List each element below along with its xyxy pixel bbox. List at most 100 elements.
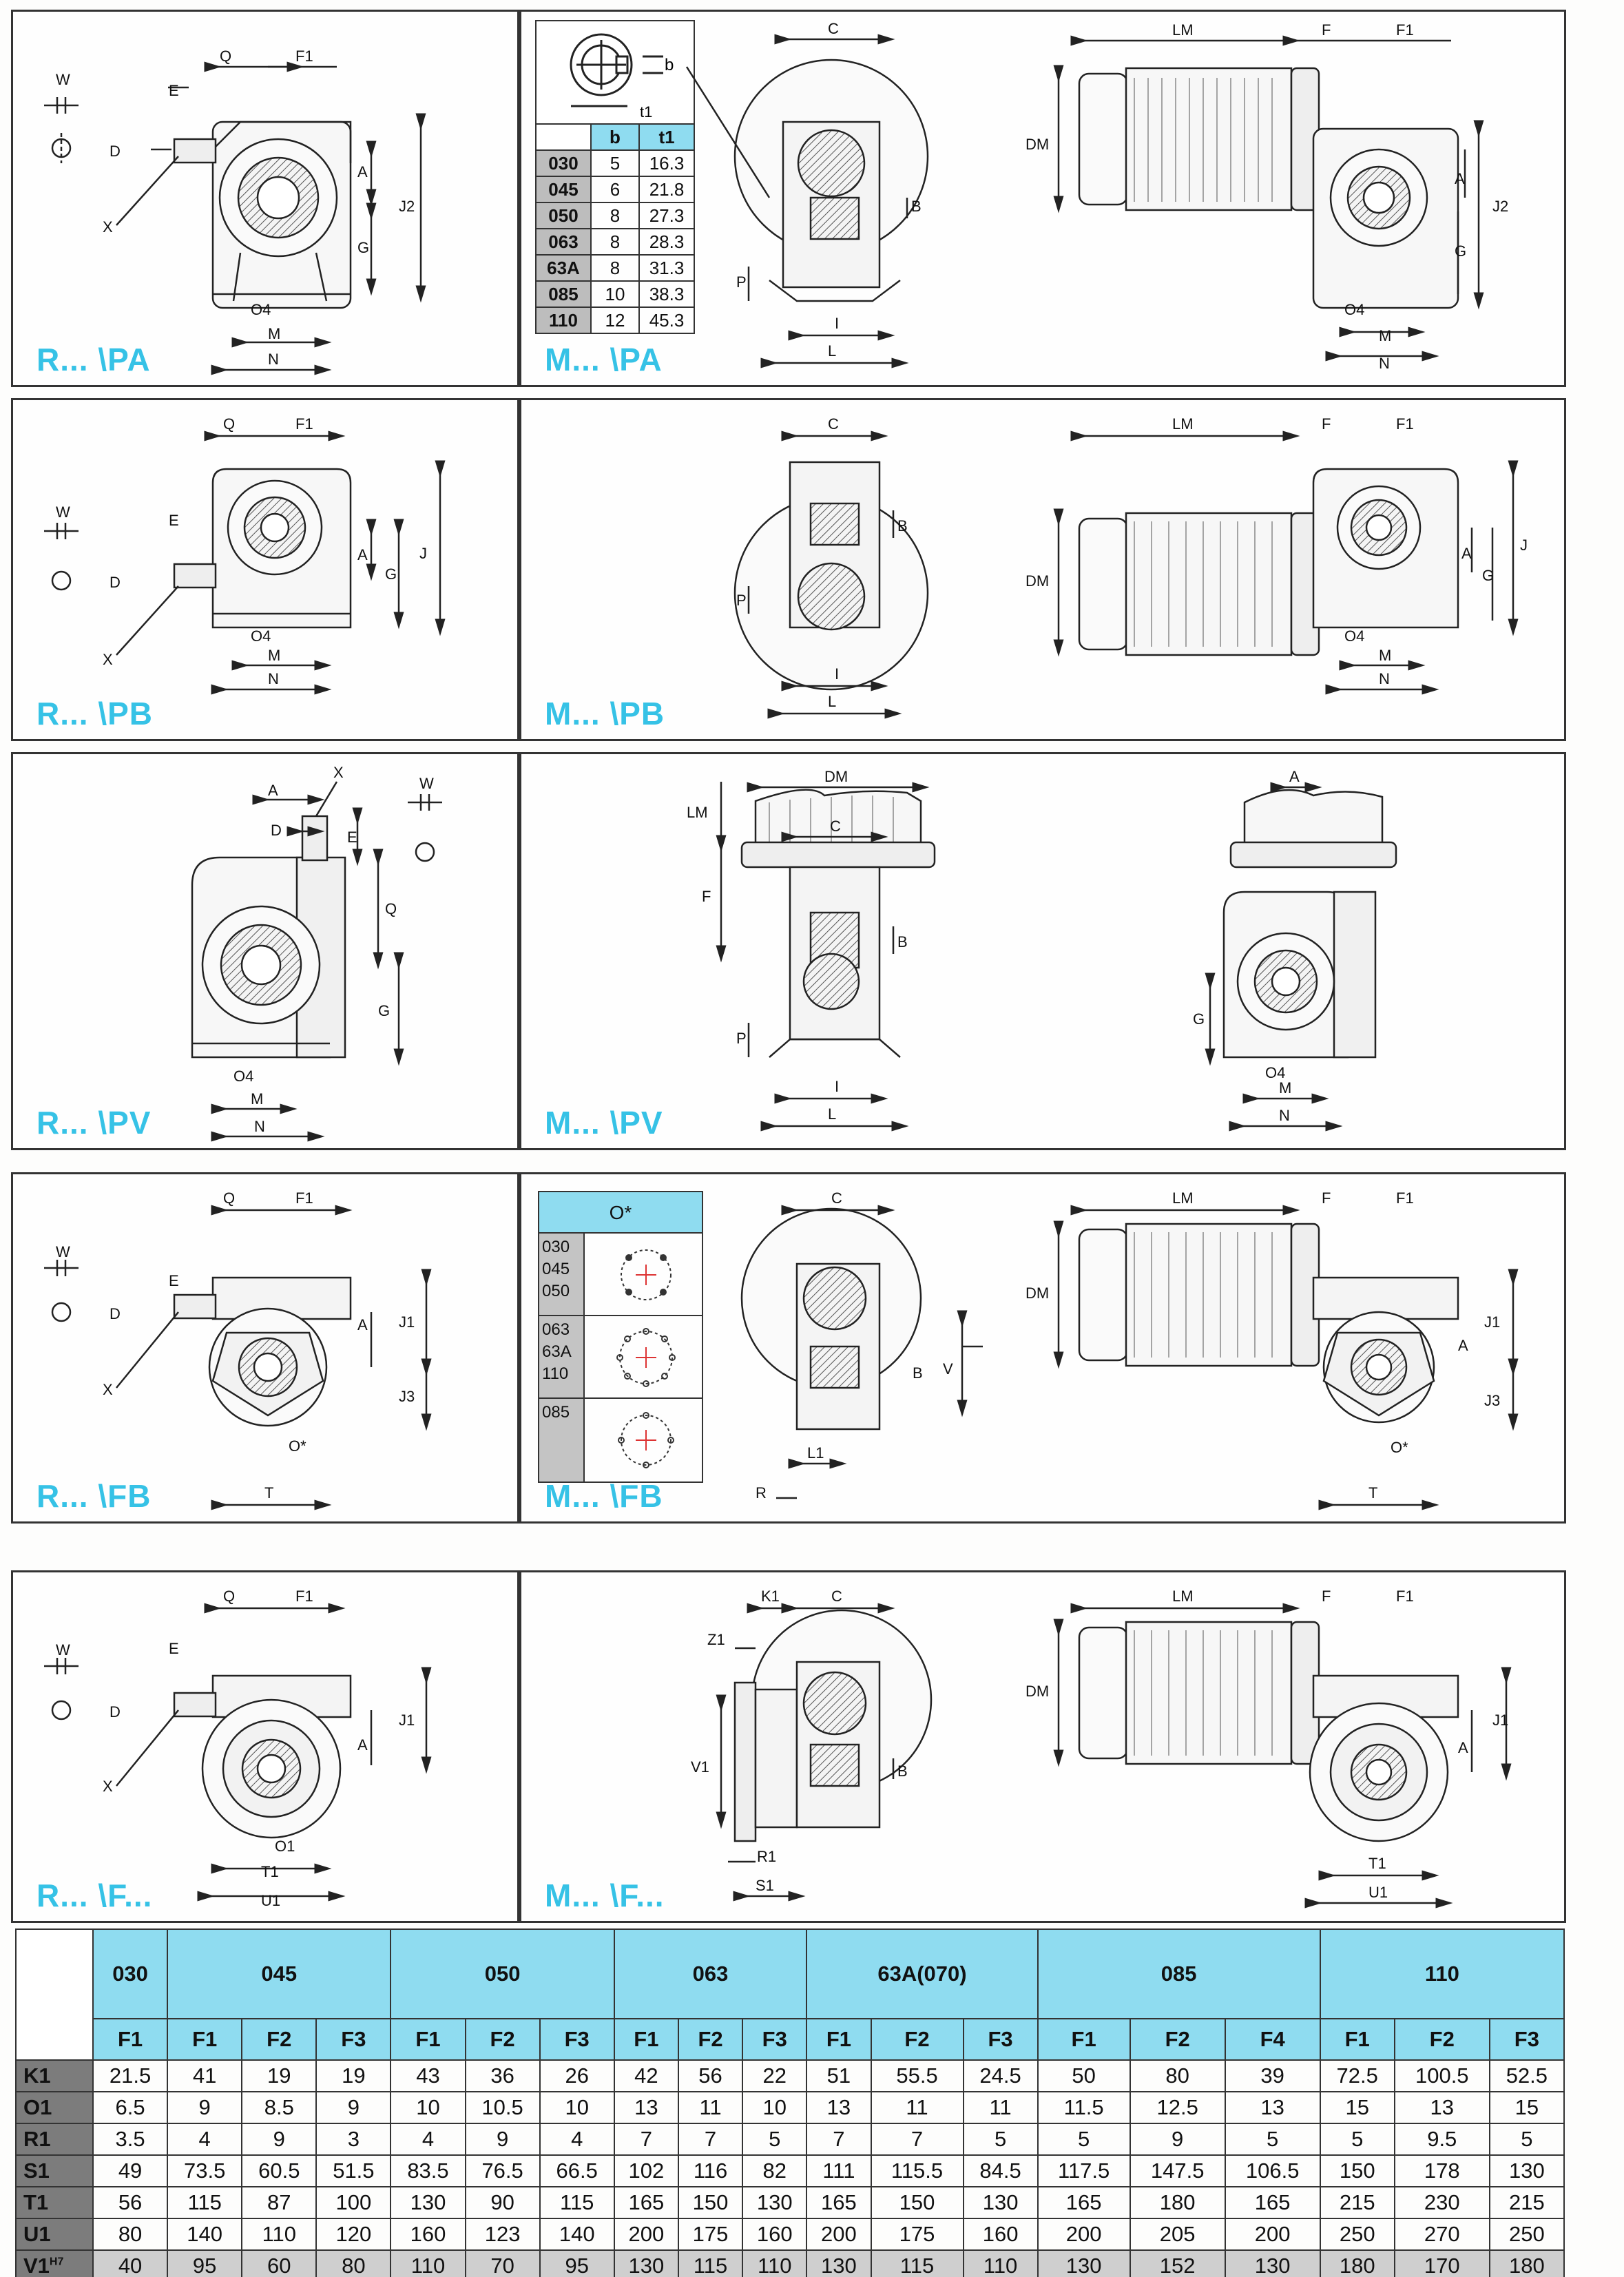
table-cell: 180 xyxy=(1129,2186,1226,2219)
table-cell: 9 xyxy=(1129,2123,1226,2156)
table-cell: 100 xyxy=(315,2186,392,2219)
svg-text:M: M xyxy=(1379,647,1391,664)
table-cell: 110 xyxy=(390,2249,466,2277)
svg-text:M: M xyxy=(1279,1079,1291,1096)
table-cell: 200 xyxy=(806,2218,872,2251)
drawing-reducer-pb: W E Q F1 D X A G J O4 M N xyxy=(44,415,446,695)
dim-m: M xyxy=(1379,327,1391,344)
svg-text:A: A xyxy=(268,782,278,799)
table-cell: 43 xyxy=(390,2059,466,2092)
dim-g: G xyxy=(357,239,369,256)
table-cell: 7 xyxy=(870,2123,964,2156)
svg-text:F1: F1 xyxy=(295,415,313,433)
table-cell: 115.5 xyxy=(870,2154,964,2187)
table-cell: 123 xyxy=(464,2218,541,2251)
dim-c: C xyxy=(828,20,839,37)
svg-text:T1: T1 xyxy=(261,1863,279,1880)
row-label: V1H7 xyxy=(15,2249,94,2277)
svg-text:L: L xyxy=(828,693,836,710)
svg-text:E: E xyxy=(169,512,179,529)
table-cell: 9 xyxy=(241,2123,317,2156)
table-cell: 13 xyxy=(1224,2091,1321,2124)
table-cell: 250 xyxy=(1488,2218,1565,2251)
table-cell: 11.5 xyxy=(1037,2091,1131,2124)
table-cell: 178 xyxy=(1393,2154,1490,2187)
table-cell: 15 xyxy=(1488,2091,1565,2124)
svg-text:S1: S1 xyxy=(756,1877,774,1894)
table-cell: 80 xyxy=(92,2218,169,2251)
svg-text:J: J xyxy=(1520,537,1528,554)
svg-text:A: A xyxy=(1458,1739,1468,1756)
svg-text:A: A xyxy=(1289,768,1300,785)
table-cell: 165 xyxy=(1037,2186,1131,2219)
table-cell: 5 xyxy=(1488,2123,1565,2156)
svg-text:Q: Q xyxy=(223,415,235,433)
svg-text:J1: J1 xyxy=(399,1712,415,1729)
dim-n: N xyxy=(268,351,279,368)
panel-left-pb: W E Q F1 D X A G J O4 M N R... \PB xyxy=(11,398,519,741)
table-cell: 180 xyxy=(1488,2249,1565,2277)
drawing-motor-pv: DM LM C F B P I L A G O4 M N xyxy=(687,768,1397,1132)
svg-text:X: X xyxy=(103,1778,113,1795)
table-cell: 56 xyxy=(92,2186,169,2219)
table-cell: 165 xyxy=(806,2186,872,2219)
panel-right-pv: DM LM C F B P I L A G O4 M N M... \PV xyxy=(519,752,1566,1150)
svg-text:J: J xyxy=(419,545,427,562)
row-label: U1 xyxy=(15,2218,94,2251)
table-cell: 130 xyxy=(1037,2249,1131,2277)
row-label: K1 xyxy=(15,2059,94,2092)
svg-text:O*: O* xyxy=(1391,1439,1408,1456)
key-diagram-cell: b t1 xyxy=(535,20,695,125)
table-cell: 15 xyxy=(1319,2091,1395,2124)
svg-text:D: D xyxy=(110,574,121,591)
table-cell: 115 xyxy=(870,2249,964,2277)
svg-text:G: G xyxy=(1482,567,1494,584)
drawing-reducer-fb: W E Q F1 D X A J1 J3 O* T xyxy=(44,1189,432,1510)
table-cell: 3 xyxy=(315,2123,392,2156)
table-cell: 80 xyxy=(315,2249,392,2277)
drawing-reducer-f: W E Q F1 D X A J1 O1 T1 U1 xyxy=(44,1588,432,1909)
row-label: O1 xyxy=(15,2091,94,2124)
table-cell: 100.5 xyxy=(1393,2059,1490,2092)
table-cell: 115 xyxy=(167,2186,243,2219)
table-cell: 160 xyxy=(962,2218,1039,2251)
dim-e: E xyxy=(169,82,179,99)
table-cell: 40 xyxy=(92,2249,169,2277)
svg-text:A: A xyxy=(1461,545,1472,562)
svg-text:F1: F1 xyxy=(295,1189,313,1207)
svg-text:F: F xyxy=(1322,415,1331,433)
table-cell: 10.5 xyxy=(464,2091,541,2124)
svg-text:LM: LM xyxy=(687,804,708,821)
table-cell: 147.5 xyxy=(1129,2154,1226,2187)
table-cell: 82 xyxy=(742,2154,808,2187)
svg-text:N: N xyxy=(268,670,279,687)
svg-text:D: D xyxy=(271,822,282,839)
svg-text:F1: F1 xyxy=(1396,1189,1414,1207)
svg-text:F: F xyxy=(702,888,711,905)
panel-title: R... \PV xyxy=(37,1105,152,1141)
table-cell: 72.5 xyxy=(1319,2059,1395,2092)
table-cell: 140 xyxy=(539,2218,615,2251)
svg-text:B: B xyxy=(897,1763,908,1780)
table-cell: 115 xyxy=(677,2249,744,2277)
svg-text:Q: Q xyxy=(385,900,397,917)
dim-l: L xyxy=(828,342,836,360)
svg-text:P: P xyxy=(736,592,747,609)
table-cell: 9 xyxy=(315,2091,392,2124)
table-cell: 140 xyxy=(167,2218,243,2251)
table-cell: 110 xyxy=(241,2218,317,2251)
dim-x: X xyxy=(103,218,113,236)
o-row: 085 xyxy=(539,1399,702,1481)
group-063: 063 xyxy=(613,1928,808,2019)
table-cell: 36 xyxy=(464,2059,541,2092)
table-cell: 106.5 xyxy=(1224,2154,1321,2187)
svg-text:DM: DM xyxy=(1026,572,1049,590)
svg-text:G: G xyxy=(385,565,397,583)
table-cell: 50 xyxy=(1037,2059,1131,2092)
